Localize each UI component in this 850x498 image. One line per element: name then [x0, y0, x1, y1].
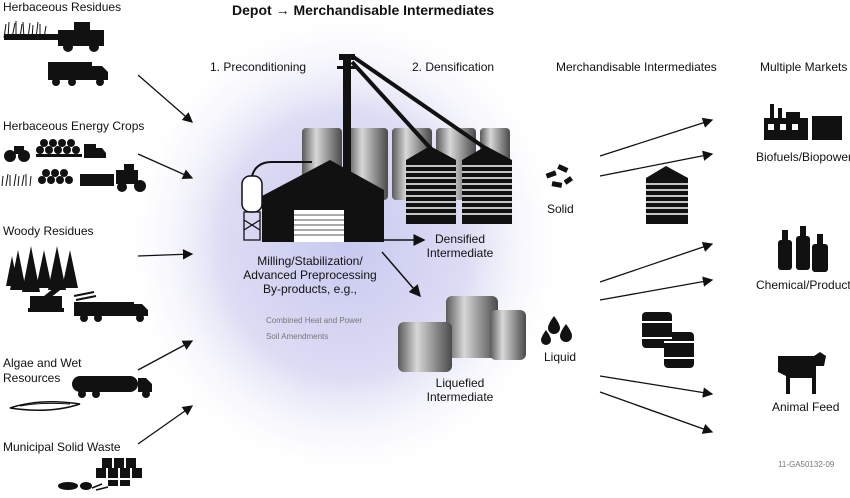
herbaceous-residues-icon [3, 21, 108, 86]
source-label-algae-line2: Resources [3, 371, 61, 385]
liquefied-line1: Liquefied [435, 376, 485, 390]
municipal-solid-waste-icon [58, 458, 142, 491]
process-arrows [381, 234, 426, 298]
liquid-drops-icon [541, 316, 572, 345]
liquid-barrels-icon [642, 312, 694, 368]
process-line3: By-products, e.g., [262, 282, 358, 296]
liquefied-line2: Intermediate [426, 390, 494, 404]
biofuels-plant-icon [764, 104, 842, 140]
intermediates-header: Merchandisable Intermediates [556, 60, 717, 74]
liquid-label: Liquid [544, 350, 577, 364]
market-biofuels: Biofuels/Biopower [756, 150, 850, 164]
title-right: Merchandisable Intermediates [293, 2, 495, 18]
byproduct-chp: Combined Heat and Power [266, 316, 363, 325]
title-left: Depot [232, 2, 272, 18]
market-chemical: Chemical/Products [756, 278, 850, 292]
solid-silo-icon [646, 166, 688, 224]
solid-pellets-icon [545, 164, 573, 188]
step-preconditioning: 1. Preconditioning [210, 60, 307, 74]
step-densification: 2. Densification [412, 60, 495, 74]
herbaceous-energy-crops-icon [1, 139, 146, 192]
background-glow [120, 5, 570, 485]
source-label-herbaceous-residues: Herbaceous Residues [3, 0, 122, 14]
markets-header: Multiple Markets [760, 60, 848, 74]
cow-icon [778, 352, 826, 394]
figure-id: 11-GA50132-09 [778, 460, 835, 469]
source-label-herbaceous-energy-crops: Herbaceous Energy Crops [3, 119, 145, 133]
woody-residues-icon [6, 246, 148, 322]
source-label-woody-residues: Woody Residues [3, 224, 94, 238]
liquefied-tanks-icon [398, 296, 526, 372]
densified-line1: Densified [434, 232, 486, 246]
title-arrow: → [275, 2, 290, 18]
chemical-bottles-icon [778, 226, 828, 272]
byproduct-soil: Soil Amendments [266, 332, 329, 341]
depot-facility-icon [241, 54, 512, 242]
source-label-municipal-solid-waste: Municipal Solid Waste [3, 440, 121, 454]
output-arrows [599, 117, 714, 434]
diagram-title: Depot → Merchandisable Intermediates [232, 2, 494, 18]
input-arrows [137, 74, 194, 445]
process-line1: Milling/Stabilization/ [257, 254, 363, 268]
source-label-algae-line1: Algae and Wet [3, 356, 82, 370]
densified-line2: Intermediate [426, 246, 494, 260]
algae-wet-resources-icon [9, 376, 152, 411]
process-line2: Advanced Preprocessing [243, 268, 377, 282]
solid-label: Solid [547, 202, 574, 216]
market-animal-feed: Animal Feed [772, 400, 840, 414]
